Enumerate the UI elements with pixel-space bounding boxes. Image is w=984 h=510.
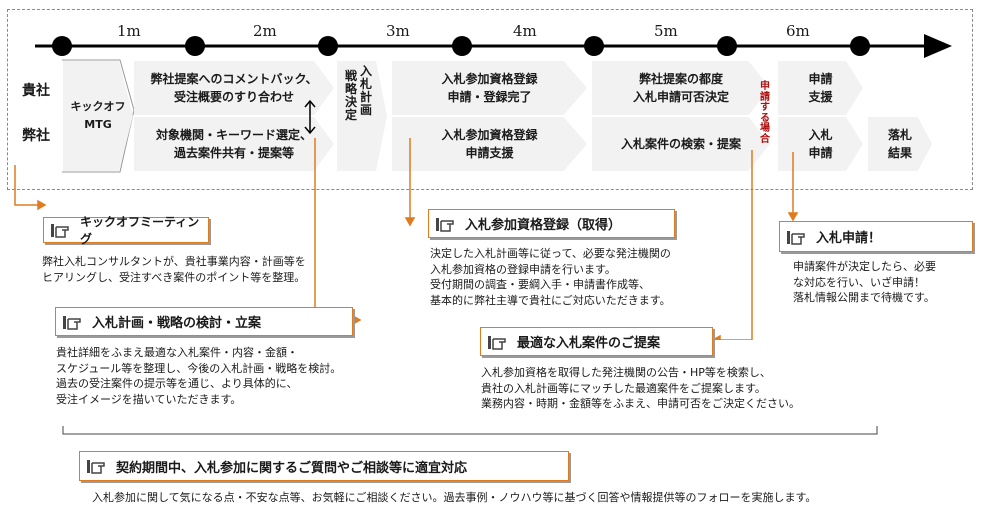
pointing-hand-icon — [50, 221, 74, 239]
step-qualification-done: 入札参加資格登録 申請・登録完了 — [392, 61, 587, 115]
callout-qualification: 入札参加資格登録（取得） — [428, 209, 675, 238]
step-kickoff: キックオフ MTG — [63, 61, 133, 171]
callout-support-title: 契約期間中、入札参加に関するご質問やご相談等に適宜対応 — [116, 460, 468, 476]
step-target-selection: 対象機関・キーワード選定、 過去案件共有・提案等 — [134, 117, 334, 171]
callout-plan-text: 貴社詳細をふまえ最適な入札案件・内容・金額・ スケジュール等を整理し、今後の入札… — [56, 346, 342, 406]
callout-application: 入札申請！ — [779, 221, 973, 252]
callout-application-text: 申請案件が決定したら、必要 な対応を行い、いざ申請！ 落札情報公開まで待機です。 — [793, 260, 936, 304]
timeline-dot — [318, 36, 338, 56]
step-strategy-label: 戦略決定 — [344, 69, 357, 122]
month-label-2: 2m — [253, 22, 277, 40]
pointing-hand-icon — [62, 313, 86, 331]
timeline-dot — [850, 36, 870, 56]
step-search-proposal: 入札案件の検索・提案 — [592, 117, 770, 171]
timeline-dot — [452, 36, 472, 56]
step-proposal-feedback: 弊社提案へのコメントバック、 受注概要のすり合わせ — [134, 61, 334, 115]
callout-support: 契約期間中、入札参加に関するご質問やご相談等に適宜対応 — [79, 451, 569, 481]
pointing-hand-icon — [487, 333, 511, 351]
pointing-hand-icon — [86, 457, 110, 475]
callout-qualification-title: 入札参加資格登録（取得） — [465, 218, 622, 233]
contract-bracket — [62, 426, 878, 435]
month-label-1: 1m — [117, 22, 141, 40]
callout-proposal-text: 入札参加資格を取得した発注機関の公告・HP等を検索し、 貴社の入札計画等にマッチ… — [481, 366, 800, 410]
callout-kickoff: キックオフミーティング — [43, 215, 209, 246]
timeline-dot — [584, 36, 604, 56]
pointing-hand-icon — [435, 215, 459, 233]
double-arrow-icon — [304, 99, 316, 135]
callout-support-text: 入札参加に関して気になる点・不安な点等、お気軽にご相談ください。過去事例・ノウハ… — [92, 491, 817, 504]
step-plan-label: 入札計画 — [359, 64, 372, 117]
month-label-3: 3m — [386, 22, 410, 40]
month-label-6: 6m — [786, 22, 810, 40]
timeline-dot — [185, 36, 205, 56]
callout-qualification-text: 決定した入札計画等に従って、必要な発注機関の 入札参加資格の登録申請を行います。… — [430, 247, 671, 307]
callout-kickoff-text: 弊社入札コンサルタントが、貴社事業内容・計画等を ヒアリングし、受注すべき案件の… — [42, 255, 306, 284]
row-label-ours: 弊社 — [22, 128, 50, 144]
timeline-dot — [52, 36, 72, 56]
callout-application-title: 入札申請！ — [816, 231, 882, 246]
timeline-svg — [35, 34, 952, 173]
callout-plan: 入札計画・戦略の検討・立案 — [55, 307, 353, 336]
timeline-dot — [717, 36, 737, 56]
month-label-5: 5m — [654, 22, 678, 40]
callout-proposal-title: 最適な入札案件のご提案 — [517, 336, 661, 351]
callout-plan-title: 入札計画・戦略の検討・立案 — [92, 316, 262, 331]
callout-proposal: 最適な入札案件のご提案 — [480, 327, 713, 356]
step-qualification-support: 入札参加資格登録 申請支援 — [392, 117, 587, 171]
step-bid-apply: 入札 申請 — [778, 117, 863, 171]
step-result: 落札 結果 — [868, 117, 932, 171]
month-label-4: 4m — [513, 22, 537, 40]
row-label-client: 貴社 — [22, 83, 50, 99]
callout-kickoff-title: キックオフミーティング — [80, 215, 200, 246]
apply-if-label: 申請する場合 — [760, 81, 770, 145]
timeline-frame — [7, 9, 973, 190]
timeline-arrowhead — [924, 34, 952, 58]
step-apply-support: 申請 支援 — [778, 61, 863, 115]
pointing-hand-icon — [786, 228, 810, 246]
step-decision: 弊社提案の都度 入札申請可否決定 — [592, 61, 770, 115]
step-strategy-plan: 戦略決定 入札計画 — [337, 61, 387, 171]
